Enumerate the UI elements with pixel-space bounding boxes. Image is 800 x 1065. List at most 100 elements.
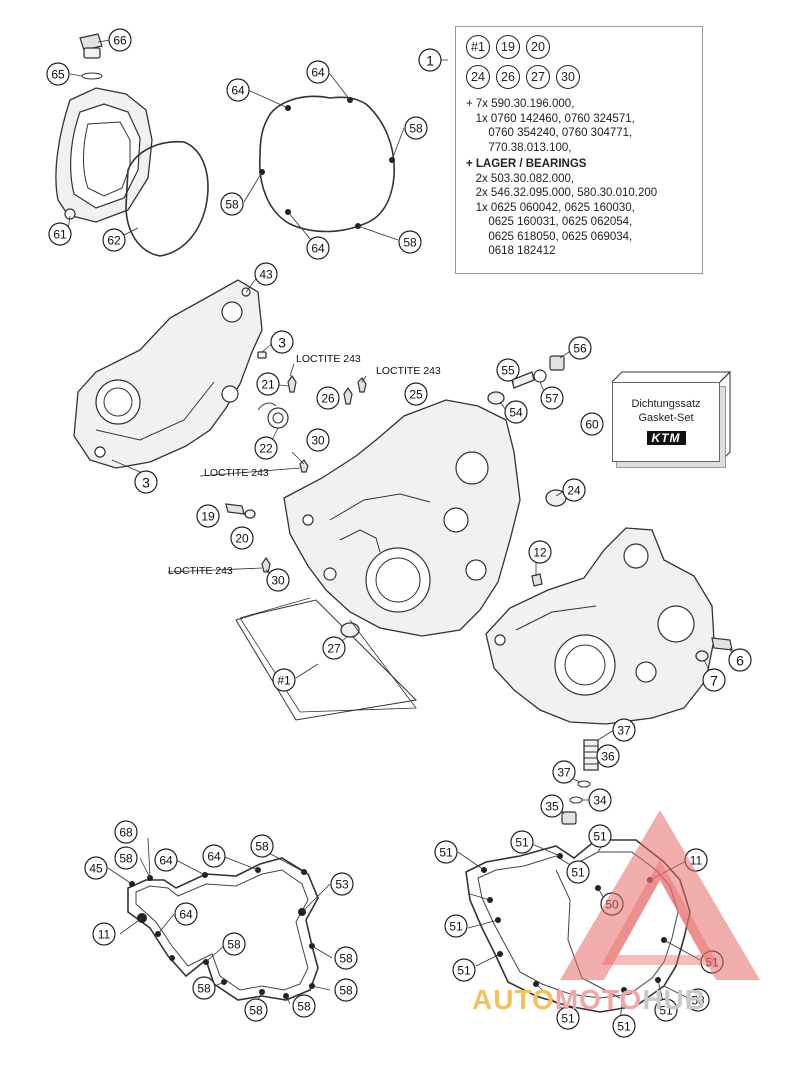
callout-number: 53	[335, 878, 349, 892]
callout-55: 55	[496, 358, 520, 382]
part-number-line: 2x 546.32.095.000, 580.30.010.200	[466, 187, 658, 199]
callout-30: 30	[266, 568, 290, 592]
callout-number: 54	[509, 406, 523, 420]
callout-circle	[192, 976, 216, 1000]
callout-circle	[46, 62, 70, 86]
watermark-triangle-icon	[560, 810, 760, 980]
callout-51: 51	[556, 1006, 580, 1030]
callout-circle	[322, 636, 346, 660]
callout-1: 1	[418, 48, 442, 72]
callout-circle	[686, 988, 710, 1012]
callout-number: 58	[227, 938, 241, 952]
callout-number: 58	[255, 840, 269, 854]
callout-circle	[306, 236, 330, 260]
gasket-set-box-art	[611, 370, 732, 463]
callout-circle	[540, 386, 564, 410]
callout-number: 64	[207, 850, 221, 864]
callout-circle	[230, 526, 254, 550]
part-number-line: + 7x 590.30.196.000,	[466, 98, 575, 110]
callout-51: 51	[612, 1014, 636, 1038]
callout-53: 53	[686, 988, 710, 1012]
callout-number: 26	[321, 392, 335, 406]
callout-number: 55	[501, 364, 515, 378]
callout-number: 58	[225, 198, 239, 212]
callout-circle	[580, 412, 604, 436]
callout-circle	[266, 568, 290, 592]
part-number-line: 1x 0625 060042, 0625 160030,	[466, 201, 635, 214]
callout-circle	[114, 820, 138, 844]
callout-circle	[244, 998, 268, 1022]
watermark-logo	[560, 810, 760, 980]
part-number-line: 2x 503.30.082.000,	[466, 172, 575, 185]
callout-circle	[254, 262, 278, 286]
callout-64: 64	[226, 78, 250, 102]
callout-circle	[510, 830, 534, 854]
crankcase-cover-group	[73, 279, 297, 469]
callout-number: 3	[142, 475, 150, 491]
callout-circle	[108, 28, 132, 52]
callout-number: 57	[545, 392, 559, 406]
callout-number: 68	[119, 826, 133, 840]
callout-number: 51	[449, 920, 463, 934]
callout-number: 20	[235, 532, 249, 546]
kit-contents-list: + 7x 590.30.196.000, 1x 0760 142460, 076…	[466, 97, 692, 259]
callout-25: 25	[404, 382, 428, 406]
callout-3: 3	[270, 330, 294, 354]
callout-51: 51	[434, 840, 458, 864]
callout-circle	[84, 856, 108, 880]
callout-circle	[174, 902, 198, 926]
gasket-set-label-de: Dichtungssatz	[631, 398, 701, 410]
ktm-logo: KTM	[646, 431, 686, 445]
part-number-line: 0618 182412	[466, 245, 556, 257]
callout-circle	[434, 840, 458, 864]
callout-circle	[552, 760, 576, 784]
callout-circle	[556, 1006, 580, 1030]
callout-number: 43	[259, 268, 273, 282]
callout-64: 64	[306, 236, 330, 260]
callout-circle	[48, 222, 72, 246]
part-number-line: 0625 160031, 0625 062054,	[466, 216, 633, 228]
callout-circle	[444, 914, 468, 938]
callout-51: 51	[654, 998, 678, 1022]
callout-number: 30	[271, 574, 285, 588]
callout-56: 56	[568, 336, 592, 360]
callout-58: 58	[404, 116, 428, 140]
callout-circle	[568, 336, 592, 360]
callout-number: 64	[179, 908, 193, 922]
callout-circle	[418, 48, 442, 72]
callout-circle	[102, 228, 126, 252]
loctite-label: LOCTITE 243	[296, 353, 361, 365]
callout-35: 35	[540, 794, 564, 818]
callout-circle	[226, 78, 250, 102]
callout-circle	[612, 1014, 636, 1038]
callout-number: 12	[533, 546, 547, 560]
callout-58: 58	[334, 946, 358, 970]
kit-badge: 30	[556, 65, 580, 89]
callout-circle	[496, 358, 520, 382]
kit-badge: 20	[526, 35, 550, 59]
callout-number: #1	[277, 674, 291, 688]
callout-number: 60	[585, 418, 599, 432]
callout-58: 58	[292, 994, 316, 1018]
callout-circle	[728, 648, 752, 672]
callout-64: 64	[306, 60, 330, 84]
callout-circle	[404, 116, 428, 140]
callout-number: 11	[98, 928, 111, 942]
part-number-line: 770.38.013.100,	[466, 141, 572, 154]
callout-circle	[250, 834, 274, 858]
kit-badge: 24	[466, 65, 490, 89]
callout-circle	[306, 428, 330, 452]
callout-circle	[588, 824, 612, 848]
callout-number: 58	[197, 982, 211, 996]
callout-number: 58	[409, 122, 423, 136]
callout-6: 6	[728, 648, 752, 672]
callout-51: 51	[452, 958, 476, 982]
callout-circle	[334, 978, 358, 1002]
callout-number: 64	[159, 854, 173, 868]
callout-43: 43	[254, 262, 278, 286]
callout-61: 61	[48, 222, 72, 246]
callout-number: 51	[515, 836, 529, 850]
callout-number: 51	[593, 830, 607, 844]
callout-45: 45	[84, 856, 108, 880]
callout-circle	[292, 994, 316, 1018]
